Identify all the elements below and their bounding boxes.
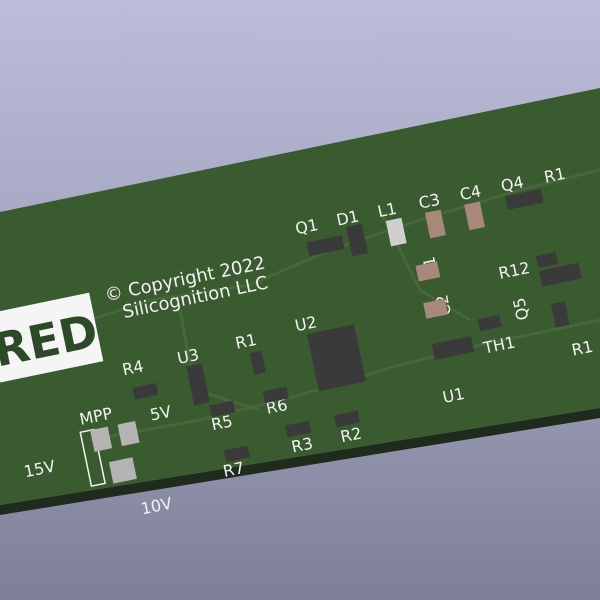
selector-10v: 10V: [139, 493, 174, 518]
selector-outline: [79, 428, 107, 488]
components: [132, 188, 582, 463]
ref-r2: R2: [339, 423, 364, 446]
ref-l1: L1: [376, 199, 399, 221]
l1-package: [385, 217, 407, 247]
r12-package: [536, 252, 559, 268]
r4-package: [132, 382, 159, 400]
ref-r1: R1: [234, 330, 259, 353]
pad-5v: [117, 420, 140, 447]
ref-q4: Q4: [499, 172, 525, 195]
r6-package: [262, 386, 289, 404]
ref-d1: D1: [335, 207, 361, 230]
ref-r4: R4: [121, 356, 146, 379]
u1-package: [431, 336, 475, 360]
selector-5v: 5V: [148, 402, 173, 425]
ref-u1: U1: [441, 384, 466, 407]
c1-package: [415, 261, 441, 282]
r5-package: [209, 400, 236, 418]
d1-package: [346, 223, 368, 257]
ref-c3: C3: [417, 190, 442, 213]
ref-q1: Q1: [294, 215, 320, 238]
logo-badge: [0, 292, 104, 389]
ref-r3: R3: [290, 434, 315, 457]
r3-package: [285, 420, 312, 438]
ref-u2: U2: [293, 312, 318, 335]
r1-package: [249, 350, 266, 375]
ref-c4: C4: [458, 181, 483, 204]
u3-package: [186, 363, 210, 406]
ref-r1-right-top: R1: [542, 164, 567, 187]
ref-q5: Q5: [509, 296, 532, 322]
board-edge: [0, 408, 600, 515]
ref-r1-right-bottom: R1: [570, 337, 595, 360]
q1-package: [306, 235, 345, 257]
c4-package: [464, 201, 486, 231]
q5-package: [539, 262, 582, 287]
c2-package: [423, 298, 448, 319]
ref-u3: U3: [175, 345, 200, 368]
pad-15v: [90, 426, 113, 452]
r1-right-package: [551, 301, 570, 328]
pad-10v: [108, 457, 137, 484]
r7-package: [223, 445, 250, 463]
ref-r5: R5: [210, 411, 235, 434]
r2-package: [334, 410, 361, 428]
q4-package: [505, 188, 544, 210]
ref-r7: R7: [221, 458, 246, 481]
th1-package: [477, 314, 502, 332]
c3-package: [424, 209, 446, 239]
u2-package: [307, 324, 366, 392]
board: [0, 88, 600, 505]
